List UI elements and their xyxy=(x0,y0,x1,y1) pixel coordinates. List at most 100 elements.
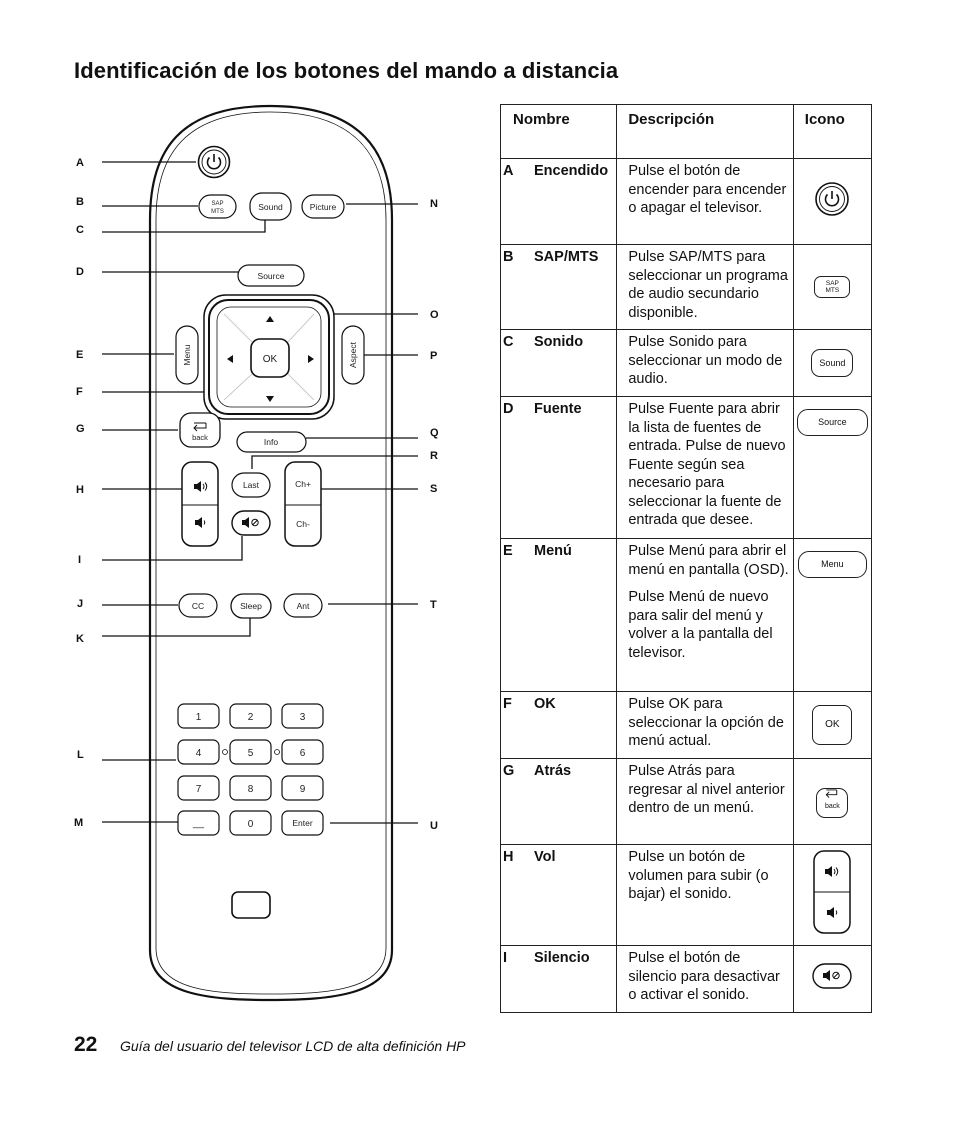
digit-9-button[interactable]: 9 xyxy=(281,775,324,801)
callout-q: Q xyxy=(430,427,439,439)
keypad: 1 2 3 4 5 6 7 8 9 __ 0 Enter xyxy=(177,703,324,836)
row-description: Pulse Menú de nuevo para salir del menú … xyxy=(628,589,773,661)
down-arrow-icon[interactable] xyxy=(266,396,274,402)
row-name: Vol xyxy=(534,849,556,865)
svg-text:8: 8 xyxy=(248,784,254,795)
back-button[interactable]: back xyxy=(179,412,221,448)
svg-text:2: 2 xyxy=(248,712,254,723)
callout-m: M xyxy=(74,817,83,829)
cc-button[interactable]: CC xyxy=(178,593,218,618)
menu-button[interactable]: Menu xyxy=(175,325,199,385)
svg-text:0: 0 xyxy=(248,819,254,830)
digit-1-button[interactable]: 1 xyxy=(177,703,220,729)
callout-k: K xyxy=(76,633,84,645)
sleep-button[interactable]: Sleep xyxy=(230,593,272,619)
enter-button[interactable]: Enter xyxy=(281,810,324,836)
row-letter: A xyxy=(503,163,514,179)
svg-text:Ant: Ant xyxy=(297,601,310,611)
svg-text:__: __ xyxy=(192,818,205,829)
ok-button[interactable]: OK xyxy=(250,338,290,378)
callout-i: I xyxy=(78,554,81,566)
row-name: Menú xyxy=(534,543,572,559)
mute-button[interactable] xyxy=(231,510,271,536)
back-label: back xyxy=(824,803,840,811)
sap-mts-button[interactable]: SAP MTS xyxy=(198,194,237,219)
sound-button[interactable]: Sound xyxy=(249,192,292,221)
svg-text:Last: Last xyxy=(243,480,260,490)
aspect-button[interactable]: Aspect xyxy=(341,325,365,385)
picture-button[interactable]: Picture xyxy=(301,194,345,219)
row-description: Pulse OK para seleccionar la opción de m… xyxy=(628,696,784,749)
callout-b: B xyxy=(76,196,84,208)
ant-button[interactable]: Ant xyxy=(283,593,323,618)
svg-text:Sleep: Sleep xyxy=(240,601,262,611)
svg-text:Enter: Enter xyxy=(292,818,312,828)
svg-text:9: 9 xyxy=(300,784,306,795)
volume-down-icon xyxy=(827,907,838,919)
svg-text:3: 3 xyxy=(300,712,306,723)
svg-text:SAP: SAP xyxy=(211,201,223,207)
tactile-dot xyxy=(222,749,228,755)
dash-button[interactable]: __ xyxy=(177,810,220,836)
page-title: Identificación de los botones del mando … xyxy=(74,58,619,83)
power-button[interactable] xyxy=(197,145,231,179)
digit-3-button[interactable]: 3 xyxy=(281,703,324,729)
digit-8-button[interactable]: 8 xyxy=(229,775,272,801)
mute-icon xyxy=(812,963,853,989)
row-letter: D xyxy=(503,401,514,417)
callout-c: C xyxy=(76,224,84,236)
row-description: Pulse SAP/MTS para seleccionar un progra… xyxy=(628,249,788,321)
callout-t: T xyxy=(430,599,437,611)
mts-label: MTS xyxy=(825,287,840,294)
row-name: SAP/MTS xyxy=(534,249,599,265)
digit-6-button[interactable]: 6 xyxy=(281,739,324,765)
row-letter: F xyxy=(503,696,512,712)
callout-g: G xyxy=(76,423,85,435)
digit-0-button[interactable]: 0 xyxy=(229,810,272,836)
header-name: Nombre xyxy=(499,104,618,159)
header-icon: Icono xyxy=(792,104,873,159)
digit-7-button[interactable]: 7 xyxy=(177,775,220,801)
row-description: Pulse un botón de volumen para subir (o … xyxy=(628,849,769,902)
volume-up-icon[interactable] xyxy=(194,481,208,492)
digit-5-button[interactable]: 5 xyxy=(229,739,272,765)
footer-text: Guía del usuario del televisor LCD de al… xyxy=(120,1038,466,1054)
row-description: Pulse el botón de silencio para desactiv… xyxy=(628,950,780,1003)
channel-rocker[interactable]: Ch+ Ch- xyxy=(284,461,322,547)
remote-body xyxy=(148,104,394,1002)
source-button[interactable]: Source xyxy=(237,264,305,287)
row-letter: B xyxy=(503,249,514,265)
last-button[interactable]: Last xyxy=(231,472,271,498)
digit-4-button[interactable]: 4 xyxy=(177,739,220,765)
svg-text:Info: Info xyxy=(264,437,278,447)
tactile-dot xyxy=(274,749,280,755)
callout-a: A xyxy=(76,157,84,169)
row-letter: G xyxy=(503,763,515,779)
table-row: B SAP/MTS Pulse SAP/MTS para seleccionar … xyxy=(499,244,873,330)
left-arrow-icon[interactable] xyxy=(227,355,233,363)
volume-down-icon[interactable] xyxy=(195,517,206,528)
right-arrow-icon[interactable] xyxy=(308,355,314,363)
channel-up-label: Ch+ xyxy=(295,479,311,489)
svg-text:4: 4 xyxy=(196,748,202,759)
row-name: OK xyxy=(534,696,556,712)
row-description: Pulse el botón de encender para encender… xyxy=(628,163,787,216)
up-arrow-icon[interactable] xyxy=(266,316,274,322)
svg-text:OK: OK xyxy=(263,354,278,365)
volume-rocker[interactable] xyxy=(181,461,219,547)
source-icon: Source xyxy=(797,409,868,436)
digit-2-button[interactable]: 2 xyxy=(229,703,272,729)
power-icon xyxy=(815,181,850,216)
remote-diagram: A B C D E F G H I J K L M N O P Q R S T … xyxy=(74,104,439,1002)
row-name: Sonido xyxy=(534,334,584,350)
svg-text:back: back xyxy=(192,433,208,442)
svg-text:Source: Source xyxy=(258,271,285,281)
info-button[interactable]: Info xyxy=(236,431,307,453)
mute-icon xyxy=(242,517,259,528)
channel-down-label: Ch- xyxy=(296,519,310,529)
